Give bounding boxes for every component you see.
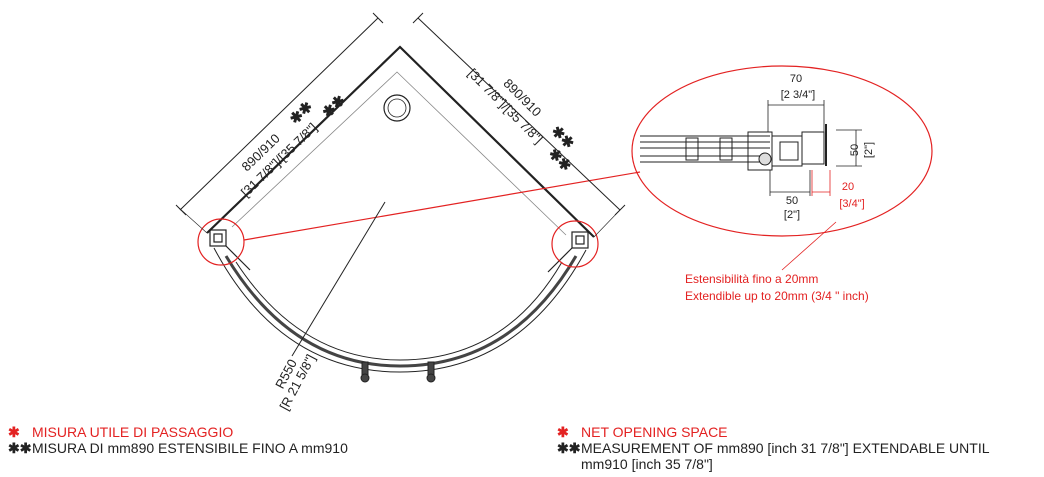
star-icon: ✱ (8, 424, 20, 440)
drain-inner (387, 98, 407, 118)
detail-bottom-mm: 50 (786, 195, 798, 207)
legend-italian: ✱ MISURA UTILE DI PASSAGGIO ✱✱ MISURA DI… (8, 424, 468, 456)
legend-it-star-row: ✱ MISURA UTILE DI PASSAGGIO (8, 424, 468, 440)
detail-marker-right (551, 220, 599, 268)
sliding-door-track (224, 255, 578, 368)
shower-tray (206, 45, 595, 373)
detail-side-mm: 50 (849, 144, 861, 156)
detail-callout-ellipse (631, 65, 933, 237)
dim-left-inch-stars: ✱✱ (319, 92, 349, 122)
legend-it-dstar-row: ✱✱ MISURA DI mm890 ESTENSIBILE FINO A mm… (8, 440, 468, 456)
detail-ext-inch: [3/4"] (839, 198, 864, 210)
detail-dimensions (767, 100, 862, 196)
dim-right-stars: ✱✱ (548, 123, 578, 153)
legend-en-star-row: ✱ NET OPENING SPACE (557, 424, 1041, 440)
detail-leader-line (243, 171, 641, 241)
legend-it-star-text: MISURA UTILE DI PASSAGGIO (32, 424, 234, 440)
legend-en-dstar-text: MEASUREMENT OF mm890 [inch 31 7/8"] EXTE… (581, 440, 989, 472)
detail-profile (640, 124, 827, 171)
legend-english: ✱ NET OPENING SPACE ✱✱ MEASUREMENT OF mm… (557, 424, 1041, 472)
hinge-screw-icon (758, 152, 772, 166)
door-handles (360, 361, 436, 383)
radius-leader (291, 201, 386, 357)
wall-profile-right (547, 231, 589, 273)
star-icon: ✱ (557, 424, 569, 440)
double-star-icon: ✱✱ (557, 440, 581, 456)
drain-icon (383, 94, 411, 122)
dim-right-inch-stars: ✱✱ (545, 145, 575, 175)
note-line-1: Estensibilità fino a 20mm (685, 272, 818, 286)
legend-en-star-text: NET OPENING SPACE (581, 424, 728, 440)
detail-top-inch: [2 3/4"] (781, 89, 815, 101)
tray-outer-outline (206, 45, 595, 238)
note-line-2: Extendible up to 20mm (3/4 " inch) (685, 289, 869, 303)
detail-ext-mm: 20 (842, 181, 854, 193)
legend-en-dstar-row: ✱✱ MEASUREMENT OF mm890 [inch 31 7/8"] E… (557, 440, 1041, 472)
tray-inner-outline (231, 71, 567, 236)
tray-front-arc-inner (235, 261, 563, 361)
detail-marker-left (197, 218, 245, 266)
dimension-right (412, 12, 626, 238)
tray-front-arc-outer (213, 247, 587, 373)
detail-ext-dimension (781, 170, 837, 271)
double-star-icon: ✱✱ (8, 440, 32, 456)
extension-leader (781, 221, 837, 271)
legend-it-dstar-text: MISURA DI mm890 ESTENSIBILE FINO A mm910 (32, 440, 348, 456)
detail-bottom-inch: [2"] (784, 209, 800, 221)
dimension-left (175, 12, 384, 234)
detail-top-mm: 70 (790, 73, 802, 85)
detail-side-inch: [2"] (863, 142, 875, 158)
detail-markers (197, 65, 933, 268)
